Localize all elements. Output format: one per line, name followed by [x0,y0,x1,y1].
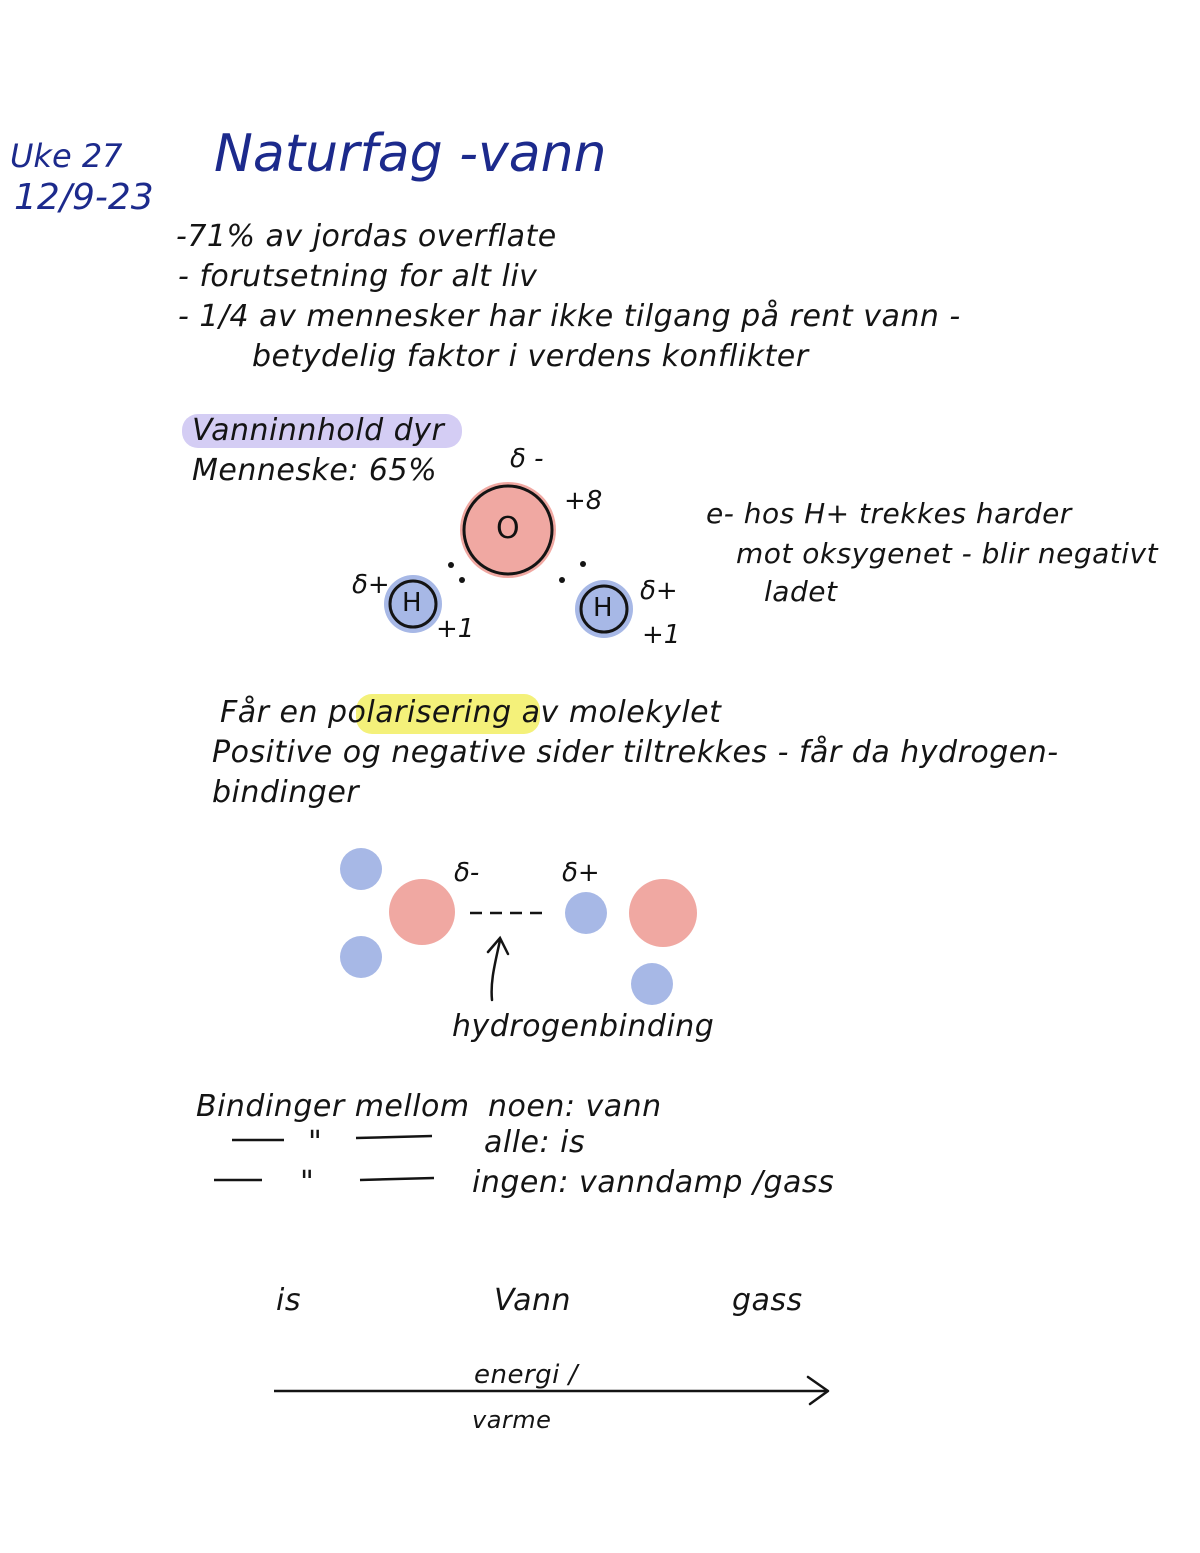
human-water-content: Menneske: 65% [192,453,438,488]
h-atom-blob [340,936,382,978]
intro-line: - 1/4 av mennesker har ikke tilgang på r… [178,299,961,334]
phase-liquid: Vann [494,1283,572,1318]
molecule-note-line: mot oksygenet - blir negativt [736,537,1159,570]
molecule-note-line: e- hos H+ trekkes harder [706,497,1072,530]
polarization-line: bindinger [212,775,360,810]
polarization-line: Positive og negative sider tiltrekkes - … [212,735,1059,770]
energy-axis-label: energi / [474,1360,578,1390]
ditto-dash [359,1176,435,1182]
molecule-note-line: ladet [764,575,838,608]
highlight-vanninnhold [182,414,462,448]
h-atom-blob [631,963,673,1005]
h-atom-blob [565,892,607,934]
ditto-dash [355,1134,433,1140]
bonds-row-value: alle: is [484,1125,586,1160]
intro-line: -71% av jordas overflate [176,219,557,254]
heat-axis-label: varme [472,1406,552,1434]
oxygen-atom [460,482,556,578]
hbond-delta-plus: δ+ [562,858,600,888]
bonds-row-value: noen: vann [488,1089,662,1124]
week-label: Uke 27 [10,137,123,175]
page-title: Naturfag -vann [214,124,607,184]
hbond-pointer-arrow [486,935,510,1002]
ditto-mark: " [300,1165,315,1200]
electron-dot [559,577,565,583]
hydrogen-symbol-left: H [402,588,422,618]
hydrogen-atom-left [384,575,442,633]
delta-minus-label: δ - [510,444,544,474]
intro-line: - forutsetning for alt liv [178,259,538,294]
highlight-polarisering [356,694,540,734]
hydrogen-symbol-right: H [593,593,613,623]
h-atom-blob [340,848,382,890]
hydrogen-charge-right: +1 [642,620,681,650]
delta-plus-label-left: δ+ [352,570,390,600]
electron-dot [580,561,586,567]
hbond-delta-minus: δ- [454,858,480,888]
oxygen-symbol: O [496,511,520,546]
phase-gas: gass [732,1283,803,1318]
bonds-row-prefix: Bindinger mellom [196,1089,470,1124]
polarization-line: Får en polarisering av molekylet [220,695,722,730]
hydrogen-ring-right [579,584,629,634]
electron-dot [448,562,454,568]
bonds-row-value: ingen: vanndamp /gass [472,1165,835,1200]
electron-dot [459,577,465,583]
date-label: 12/9-23 [14,177,154,218]
o-atom-blob [629,879,697,947]
delta-plus-label-right: δ+ [640,576,678,606]
hydrogen-charge-left: +1 [436,614,475,644]
hydrogen-ring-left [388,579,438,629]
phase-solid: is [276,1283,301,1318]
oxygen-charge: +8 [564,486,603,516]
water-content-heading: Vanninnhold dyr [192,413,445,448]
o-atom-blob [389,879,455,945]
hydrogen-bond-label: hydrogenbinding [452,1009,715,1044]
oxygen-nucleus-ring [462,484,554,576]
hydrogen-atom-right [575,580,633,638]
ditto-mark: " [308,1125,323,1160]
energy-axis-arrowhead [806,1375,830,1406]
intro-line: betydelig faktor i verdens konflikter [252,339,809,374]
